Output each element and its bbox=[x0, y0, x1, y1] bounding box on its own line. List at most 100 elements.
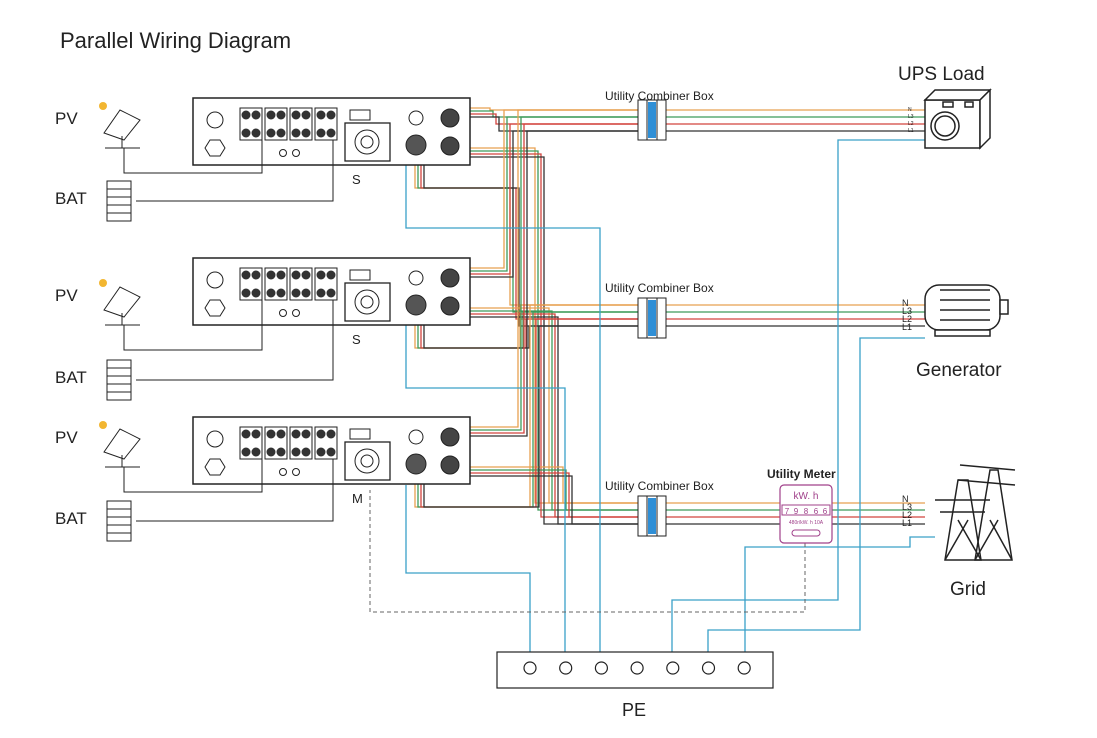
mc4-connector-icon bbox=[326, 288, 336, 298]
battery-icon bbox=[106, 359, 132, 401]
mc4-connector-icon bbox=[276, 447, 286, 457]
utility-meter-label: Utility Meter bbox=[767, 467, 836, 481]
grid-port-icon bbox=[440, 136, 460, 156]
generator-port-icon bbox=[405, 134, 427, 156]
ups-bundle-l2 bbox=[470, 123, 638, 434]
port-icon bbox=[279, 149, 287, 157]
mc4-connector-icon bbox=[316, 447, 326, 457]
combiner-breaker-icon bbox=[637, 495, 667, 537]
pv-label: PV bbox=[55, 109, 78, 128]
generator-bundle-l1 bbox=[423, 325, 638, 508]
meter-digit: 6 bbox=[823, 507, 828, 516]
mc4-connector-icon bbox=[291, 429, 301, 439]
grid-bundle-n bbox=[470, 466, 638, 504]
ups-line-l1: L1 bbox=[908, 128, 914, 134]
grid-bundle-l3 bbox=[470, 469, 638, 511]
grid-bundle-l3 bbox=[470, 150, 638, 511]
mc4-connector-icon bbox=[316, 110, 326, 120]
port-icon bbox=[292, 309, 300, 317]
solar-panel-icon bbox=[99, 279, 141, 326]
round-port-icon bbox=[408, 429, 424, 445]
combiner-box-label-ups: Utility Combiner Box bbox=[605, 89, 714, 103]
mc4-connector-icon bbox=[316, 429, 326, 439]
mc4-connector-icon bbox=[276, 128, 286, 138]
mc4-connector-icon bbox=[316, 270, 326, 280]
combiner-box-label-grid: Utility Combiner Box bbox=[605, 479, 714, 493]
mc4-connector-icon bbox=[291, 128, 301, 138]
mc4-connector-icon bbox=[276, 110, 286, 120]
ups-bundle-n bbox=[470, 109, 638, 428]
battery-icon bbox=[106, 180, 132, 222]
mc4-connector-icon bbox=[276, 288, 286, 298]
ups-load-label: UPS Load bbox=[898, 64, 985, 85]
meter-slot-icon bbox=[791, 529, 821, 537]
generator-port-icon bbox=[405, 453, 427, 475]
grid-line-l1: L1 bbox=[902, 518, 912, 528]
meter-digit: 9 bbox=[794, 507, 799, 516]
mc4-connector-icon bbox=[251, 288, 261, 298]
mc4-connector-icon bbox=[291, 447, 301, 457]
mc4-connector-icon bbox=[326, 270, 336, 280]
pe-wire bbox=[707, 337, 925, 652]
grid-port-icon bbox=[440, 296, 460, 316]
inverter-unit: S bbox=[192, 257, 471, 347]
gland-icon bbox=[204, 458, 226, 476]
ups-line-l3: L3 bbox=[908, 114, 914, 120]
round-port-icon bbox=[408, 270, 424, 286]
solar-panel-icon bbox=[99, 421, 141, 468]
switch-knob-icon bbox=[206, 430, 224, 448]
grid-bundle-n bbox=[470, 307, 638, 504]
pe-terminal bbox=[737, 661, 751, 675]
unit-role-label: S bbox=[352, 172, 361, 187]
ups-bundle-l2 bbox=[470, 123, 638, 275]
mc4-connector-icon bbox=[266, 288, 276, 298]
mc4-connector-icon bbox=[326, 110, 336, 120]
mc4-connector-icon bbox=[251, 447, 261, 457]
grid-bundle-l2 bbox=[470, 472, 638, 518]
pe-wire bbox=[405, 165, 601, 652]
pv-label: PV bbox=[55, 286, 78, 305]
port-icon bbox=[292, 468, 300, 476]
pe-terminal bbox=[523, 661, 537, 675]
pe-terminals bbox=[523, 661, 751, 675]
mc4-connector-icon bbox=[316, 288, 326, 298]
meter-digit: 7 bbox=[785, 507, 790, 516]
ups-bundle-l3 bbox=[470, 116, 638, 431]
generator-line-l1: L1 bbox=[902, 322, 912, 332]
switch-knob-icon bbox=[206, 111, 224, 129]
ups-bundle-l2 bbox=[470, 113, 638, 125]
bat-wire bbox=[136, 459, 334, 522]
grid-line-l3: L3 bbox=[902, 502, 912, 512]
ups-line-n: N bbox=[908, 107, 912, 113]
wifi-port-icon bbox=[349, 109, 371, 121]
ups-bundle-l3 bbox=[470, 116, 638, 272]
meter-ct-dashed-line bbox=[369, 490, 806, 613]
pe-wire bbox=[671, 139, 925, 652]
gland-icon bbox=[204, 299, 226, 317]
meter-spec: 480r/kW. h 10A bbox=[789, 520, 824, 526]
mc4-connector-icon bbox=[251, 270, 261, 280]
meter-digit: 8 bbox=[804, 507, 809, 516]
unit-role-label: S bbox=[352, 332, 361, 347]
mc4-connector-icon bbox=[326, 429, 336, 439]
battery-icon bbox=[106, 500, 132, 542]
grid-bundle-l1 bbox=[470, 475, 638, 525]
grid-port-icon bbox=[440, 455, 460, 475]
combiner-box-label-generator: Utility Combiner Box bbox=[605, 281, 714, 295]
mc4-connector-icon bbox=[241, 429, 251, 439]
meter-digit: 6 bbox=[814, 507, 819, 516]
pv-wire bbox=[123, 140, 263, 174]
bat-wire bbox=[136, 300, 334, 381]
pe-label: PE bbox=[622, 700, 646, 720]
mc4-connector-icon bbox=[301, 128, 311, 138]
power-tower-icon bbox=[935, 464, 1016, 561]
pe-wire bbox=[744, 536, 935, 652]
pe-terminal bbox=[559, 661, 573, 675]
inverter-unit: M bbox=[192, 416, 471, 506]
combiner-breaker-icon bbox=[637, 99, 667, 141]
mc4-connector-icon bbox=[276, 429, 286, 439]
mc4-connector-icon bbox=[266, 110, 276, 120]
ups-line-l2: L2 bbox=[908, 121, 914, 127]
